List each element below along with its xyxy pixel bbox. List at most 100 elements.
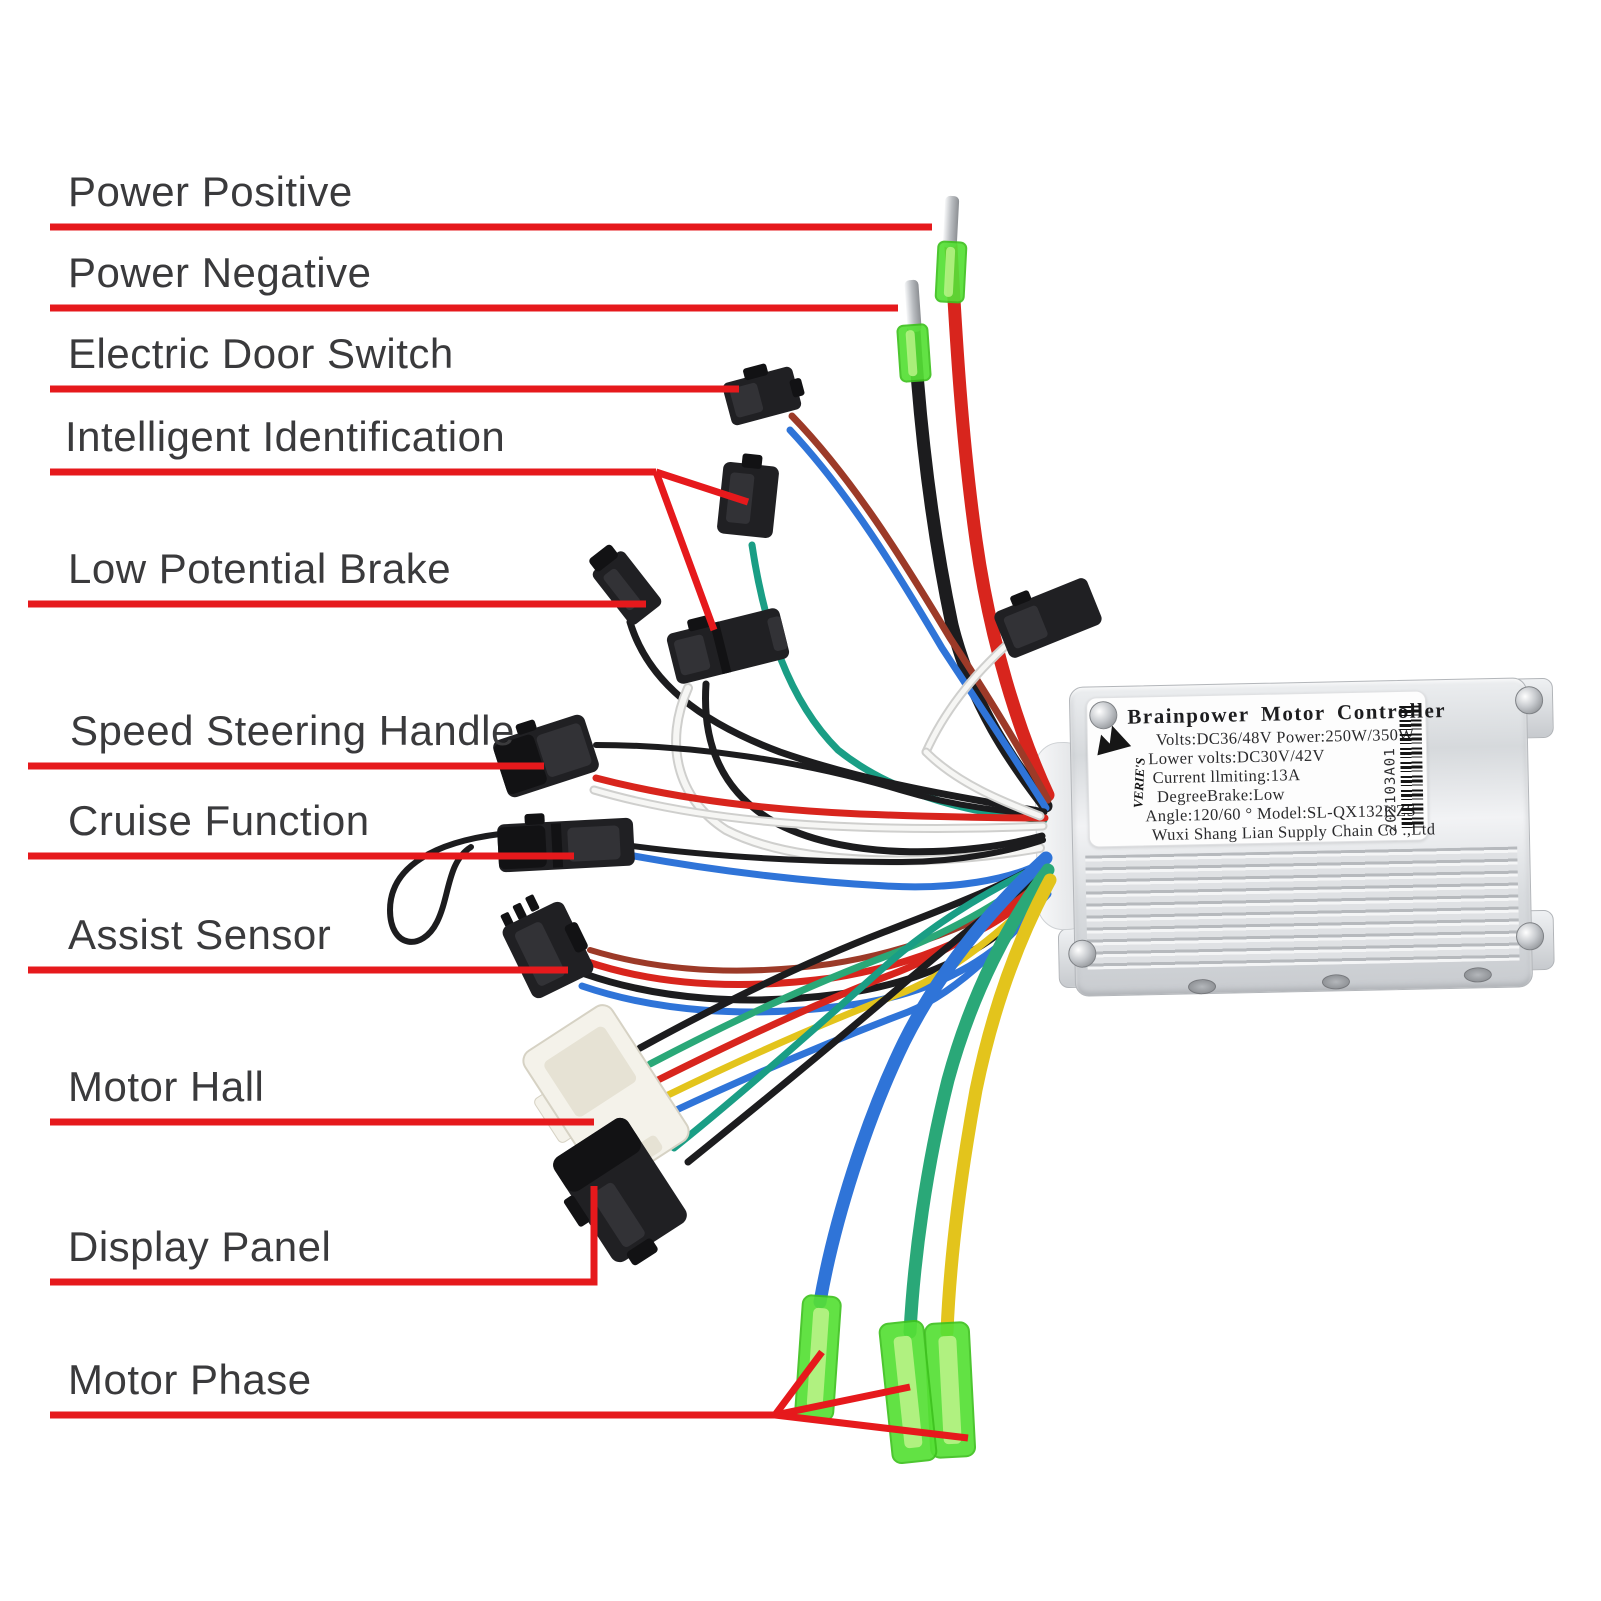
connector-face bbox=[730, 382, 764, 418]
wire-assist-red bbox=[584, 880, 1047, 989]
bottom-screw-2 bbox=[1321, 974, 1351, 990]
wire-throttle-black bbox=[593, 742, 1046, 817]
terminal-sleeve bbox=[878, 1319, 938, 1465]
wire-brake-white bbox=[673, 685, 1043, 864]
wire-intelligent-id-green bbox=[748, 541, 1048, 824]
connector-head bbox=[589, 544, 618, 572]
connector-assist-sensor bbox=[500, 894, 594, 999]
serial-number: 202103A01 bbox=[1382, 747, 1400, 833]
connector-latch bbox=[524, 813, 545, 825]
callout-cruise-function: Cruise Function bbox=[68, 797, 370, 844]
wire-stray-silver2 bbox=[923, 749, 1043, 819]
connector-motor-hall-molex bbox=[522, 1004, 690, 1188]
wire-brake-black-2 bbox=[702, 680, 1046, 856]
wire-door-switch-red bbox=[788, 412, 1052, 804]
connector-face bbox=[674, 634, 711, 676]
callout-intelligent-identification: Intelligent Identification bbox=[65, 413, 506, 460]
molex-body bbox=[522, 1004, 690, 1188]
connector-latch bbox=[1010, 590, 1032, 607]
callout-low-potential-brake: Low Potential Brake bbox=[68, 545, 452, 592]
connector-body bbox=[994, 578, 1102, 658]
connector-foot bbox=[626, 1238, 658, 1266]
sleeve-positive-highlight bbox=[943, 246, 956, 297]
terminal-sleeve bbox=[923, 1321, 977, 1459]
wire-harness bbox=[386, 239, 1057, 1339]
connector-face bbox=[536, 723, 592, 777]
brand-logo: VERIE'S bbox=[1097, 725, 1148, 809]
connector-tail bbox=[564, 922, 588, 953]
connector-low-potential-brake bbox=[589, 544, 662, 625]
connector-seam bbox=[550, 823, 564, 868]
connector-cruise-function bbox=[497, 813, 635, 873]
bullet-tip-negative bbox=[904, 279, 922, 333]
leader-intelligent-id-branch-2 bbox=[652, 470, 718, 632]
terminal-phase-green bbox=[878, 1319, 938, 1465]
wire-brake-white-edge bbox=[671, 683, 1045, 866]
connector-face bbox=[591, 1182, 645, 1247]
wire-cruise-black bbox=[629, 837, 1046, 866]
connector-latch bbox=[687, 615, 711, 632]
wire-hall-yellow bbox=[662, 880, 1052, 1100]
wire-stray-silver bbox=[923, 639, 1013, 755]
wire-door-switch-blue bbox=[786, 426, 1050, 812]
connector-pin-1 bbox=[500, 912, 515, 930]
wire-throttle-red bbox=[592, 774, 1049, 822]
leader-intelligent-id-branch-1 bbox=[654, 468, 750, 506]
sleeve-negative bbox=[896, 323, 932, 383]
wire-assist-black bbox=[581, 888, 1045, 1004]
terminal-metal bbox=[806, 1307, 830, 1409]
connector-seam bbox=[710, 621, 732, 675]
connector-face bbox=[1003, 605, 1048, 649]
motor-controller: VERIE'S Brainpower Motor Controller Volt… bbox=[1026, 649, 1584, 1032]
connector-unlabeled-top bbox=[994, 578, 1102, 658]
connector-body bbox=[553, 1117, 687, 1263]
callout-motor-hall: Motor Hall bbox=[68, 1063, 265, 1110]
wire-assist-maroon bbox=[587, 875, 1045, 974]
connector-latch bbox=[563, 1195, 590, 1227]
wire-power-negative bbox=[907, 323, 1053, 813]
wire-stray-silver-edge bbox=[921, 637, 1015, 757]
terminal-sleeve bbox=[794, 1294, 842, 1422]
callout-speed-steering-handle: Speed Steering Handle bbox=[70, 707, 515, 754]
connector-pin-2 bbox=[512, 902, 527, 920]
heatsink-fins bbox=[1085, 846, 1520, 970]
callout-display-panel: Display Panel bbox=[68, 1223, 332, 1270]
terminal-power-negative bbox=[896, 279, 932, 383]
wire-hall-red bbox=[654, 872, 1050, 1084]
molex-notch bbox=[622, 1135, 663, 1169]
wire-throttle-white-edge bbox=[589, 785, 1048, 834]
barcode bbox=[1399, 705, 1424, 830]
wire-display-green bbox=[670, 860, 1048, 1152]
molex-side-tab bbox=[534, 1093, 574, 1143]
connector-body bbox=[666, 608, 790, 684]
connector-pin-3 bbox=[525, 894, 540, 912]
wire-display-black bbox=[684, 868, 1049, 1166]
wire-hall-blue bbox=[668, 890, 1052, 1116]
connector-brake-mated-pair bbox=[666, 608, 790, 684]
wire-cruise-loop bbox=[386, 831, 503, 945]
terminal-metal bbox=[893, 1335, 923, 1449]
terminal-metal bbox=[938, 1335, 962, 1445]
connector-tail bbox=[789, 378, 805, 398]
brand-logo-text: VERIE'S bbox=[1130, 757, 1147, 808]
wire-hall-green bbox=[646, 864, 1050, 1068]
connector-collar bbox=[553, 1117, 642, 1192]
wire-phase-blue bbox=[813, 851, 1053, 1309]
callout-power-positive: Power Positive bbox=[68, 168, 353, 215]
wire-assist-blue bbox=[578, 896, 1044, 1016]
terminal-power-positive bbox=[934, 195, 968, 304]
sleeve-negative-highlight bbox=[905, 330, 918, 377]
wire-stray-silver2-edge bbox=[921, 747, 1045, 821]
connector-body bbox=[592, 551, 662, 625]
wire-throttle-white bbox=[591, 787, 1046, 832]
connector-tail bbox=[767, 616, 788, 652]
connector-body bbox=[722, 366, 802, 426]
wire-hall-black bbox=[636, 858, 1048, 1052]
controller-body: VERIE'S Brainpower Motor Controller Volt… bbox=[1068, 677, 1534, 997]
connector-intelligent-identification bbox=[717, 453, 779, 539]
connector-face bbox=[567, 825, 621, 862]
connector-head bbox=[497, 825, 547, 870]
callout-motor-phase: Motor Phase bbox=[68, 1356, 312, 1403]
bullet-tip-positive bbox=[942, 195, 960, 249]
